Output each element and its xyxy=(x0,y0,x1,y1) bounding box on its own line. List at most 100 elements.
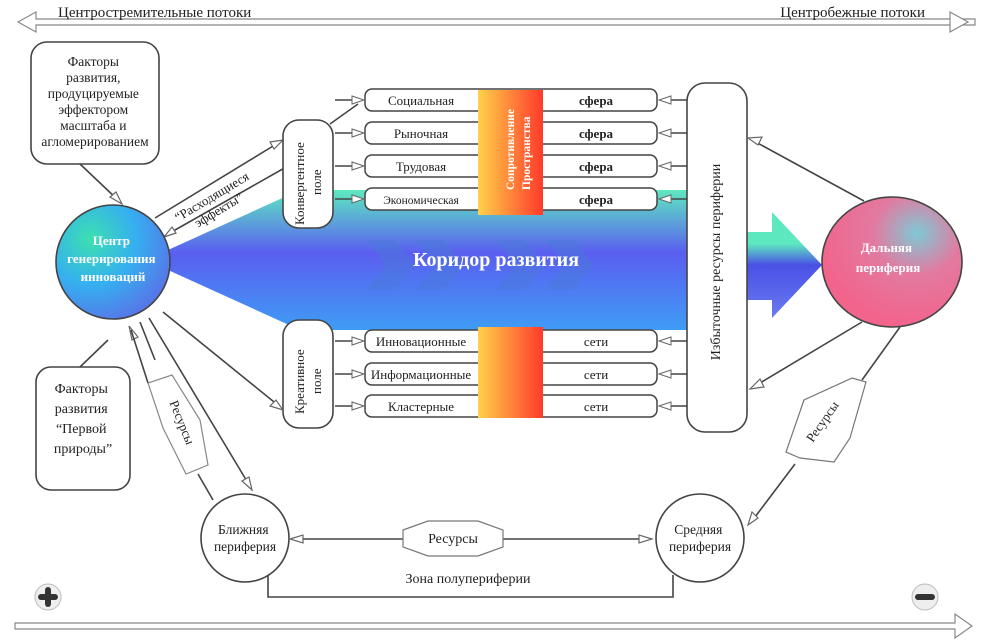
row-left-label: Социальная xyxy=(388,93,454,108)
arrowhead xyxy=(128,325,139,341)
row-right-label: сфера xyxy=(579,93,614,108)
factors-bottom-line: Факторы xyxy=(55,382,109,397)
svg-text:Ближняя периферия: Ближняя периферия xyxy=(214,522,276,554)
row-right-label: сфера xyxy=(579,159,614,174)
resources-tag-left: Ресурсы xyxy=(147,374,209,475)
far-to-middle-connector xyxy=(861,326,901,381)
arrowhead xyxy=(351,401,366,411)
arrowhead xyxy=(657,401,672,411)
creative-field-label: поле xyxy=(309,368,324,394)
arrowhead xyxy=(657,95,672,105)
row-right-label: сети xyxy=(584,334,608,349)
middle-periphery-line: периферия xyxy=(669,539,731,554)
arrowhead xyxy=(746,136,764,146)
arrowhead xyxy=(638,534,655,544)
arrowhead xyxy=(657,336,672,346)
row-right-label: сфера xyxy=(579,192,614,207)
innovation-center-node: Центр генерирования инноваций xyxy=(55,204,171,320)
row-left-label: Экономическая xyxy=(383,195,459,207)
space-resistance-bottom xyxy=(478,327,543,418)
sphere-row: Социальная сфера xyxy=(335,88,687,112)
factors-box-bottom: Факторы развития “Первой природы” xyxy=(35,366,131,491)
svg-text:Факторы развития “: Факторы развития “Первой природы” xyxy=(54,382,112,457)
arrowhead xyxy=(351,336,366,346)
minus-icon xyxy=(911,583,939,611)
row-left-label: Трудовая xyxy=(396,159,446,174)
arrowhead xyxy=(748,377,765,390)
resources-tag-bottom: Ресурсы xyxy=(402,520,504,557)
arrowhead xyxy=(351,128,366,138)
convergent-to-social-connector xyxy=(329,103,359,125)
excess-resources-box: Избыточные ресурсы периферии xyxy=(686,82,748,433)
svg-text:Дальняя периферия: Дальняя периферия xyxy=(856,240,921,275)
arrowhead xyxy=(746,510,759,527)
row-left-label: Рыночная xyxy=(394,126,448,141)
near-periphery-node: Ближняя периферия xyxy=(200,493,290,583)
middle-periphery-node: Средняя периферия xyxy=(655,493,745,583)
centrifugal-arrowhead-top xyxy=(949,10,970,34)
chevron-1 xyxy=(366,240,415,290)
arrowhead xyxy=(657,128,672,138)
svg-text:Средняя периферия: Средняя периферия xyxy=(669,522,731,554)
space-resistance-label: Пространства xyxy=(521,116,533,190)
factors-bottom-line: “Первой xyxy=(56,422,107,437)
svg-text:Центр генерирования: Центр генерирования инноваций xyxy=(67,233,159,284)
arrowhead xyxy=(351,369,366,379)
arrowhead xyxy=(108,191,124,206)
chevron-4 xyxy=(545,240,594,290)
row-right-label: сети xyxy=(584,399,608,414)
convergent-field-box: Конвергентное поле xyxy=(282,119,334,229)
arrowhead xyxy=(351,161,366,171)
factors-box-top: Факторы развития, продуцируемые эффектор… xyxy=(30,41,160,165)
convergent-field-label: Конвергентное xyxy=(292,142,307,225)
space-resistance-top xyxy=(478,90,543,215)
centripetal-flow-arrow: Центростремительные потоки Центробежные … xyxy=(16,5,976,34)
factors-top-line: продуцируемые xyxy=(48,86,139,101)
svg-text:Конвергентное поле: Конвергентное поле xyxy=(292,139,324,225)
middle-periphery-line: Средняя xyxy=(674,522,722,537)
center-to-near-connector xyxy=(148,317,249,484)
far-to-excess-bottom-connector xyxy=(754,321,863,387)
centripetal-flow-label: Центростремительные потоки xyxy=(58,5,251,21)
factors-bottom-line: природы” xyxy=(54,442,112,457)
plus-icon xyxy=(34,583,62,611)
center-node-line: инноваций xyxy=(81,269,146,284)
corridor-label: Коридор развития xyxy=(413,249,579,271)
resources-to-middle-connector xyxy=(751,463,796,522)
centrifugal-flow-label: Центробежные потоки xyxy=(780,5,925,21)
resources-up-line xyxy=(130,329,149,384)
chevron-2 xyxy=(415,240,464,290)
row-left-label: Инновационные xyxy=(376,334,467,349)
corridor-chevrons xyxy=(366,240,594,290)
factors-top-connector xyxy=(79,163,119,201)
factors-top-line: эффектором xyxy=(58,102,128,117)
creative-field-label: Креативное xyxy=(292,349,307,414)
svg-text:Креативное поле: Креативное поле xyxy=(292,346,324,414)
svg-text:Факторы развития,: Факторы развития, продуцируемые эффектор… xyxy=(41,54,149,149)
svg-text:Сопротивление Пространства: Сопротивление Пространства xyxy=(505,106,533,190)
resources-tag-right: Ресурсы xyxy=(785,377,867,463)
arrowhead xyxy=(287,534,304,544)
row-left-label: Кластерные xyxy=(388,399,454,414)
arrowhead xyxy=(351,194,366,204)
near-periphery-line: периферия xyxy=(214,539,276,554)
semi-periphery-zone-label: Зона полупериферии xyxy=(406,572,531,587)
row-left-label: Информационные xyxy=(371,367,472,382)
arrowhead xyxy=(657,194,672,204)
center-to-resources-left xyxy=(139,321,156,361)
resources-label-bottom: Ресурсы xyxy=(428,532,478,547)
factors-top-line: развития, xyxy=(66,70,120,85)
far-periphery-line: Дальняя xyxy=(861,240,912,255)
far-to-excess-top-connector xyxy=(751,139,865,202)
near-periphery-line: Ближняя xyxy=(218,522,269,537)
center-node-line: Центр xyxy=(93,233,130,248)
arrowhead xyxy=(268,399,285,412)
factors-top-line: агломерированием xyxy=(41,134,149,149)
row-right-label: сфера xyxy=(579,126,614,141)
resources-to-near-connector xyxy=(197,473,214,501)
row-right-label: сети xyxy=(584,367,608,382)
factors-bottom-line: развития xyxy=(55,402,108,417)
chevron-3 xyxy=(496,240,545,290)
corridor-arrow-to-far-periphery xyxy=(745,212,822,318)
creative-field-box: Креативное поле xyxy=(282,319,334,429)
